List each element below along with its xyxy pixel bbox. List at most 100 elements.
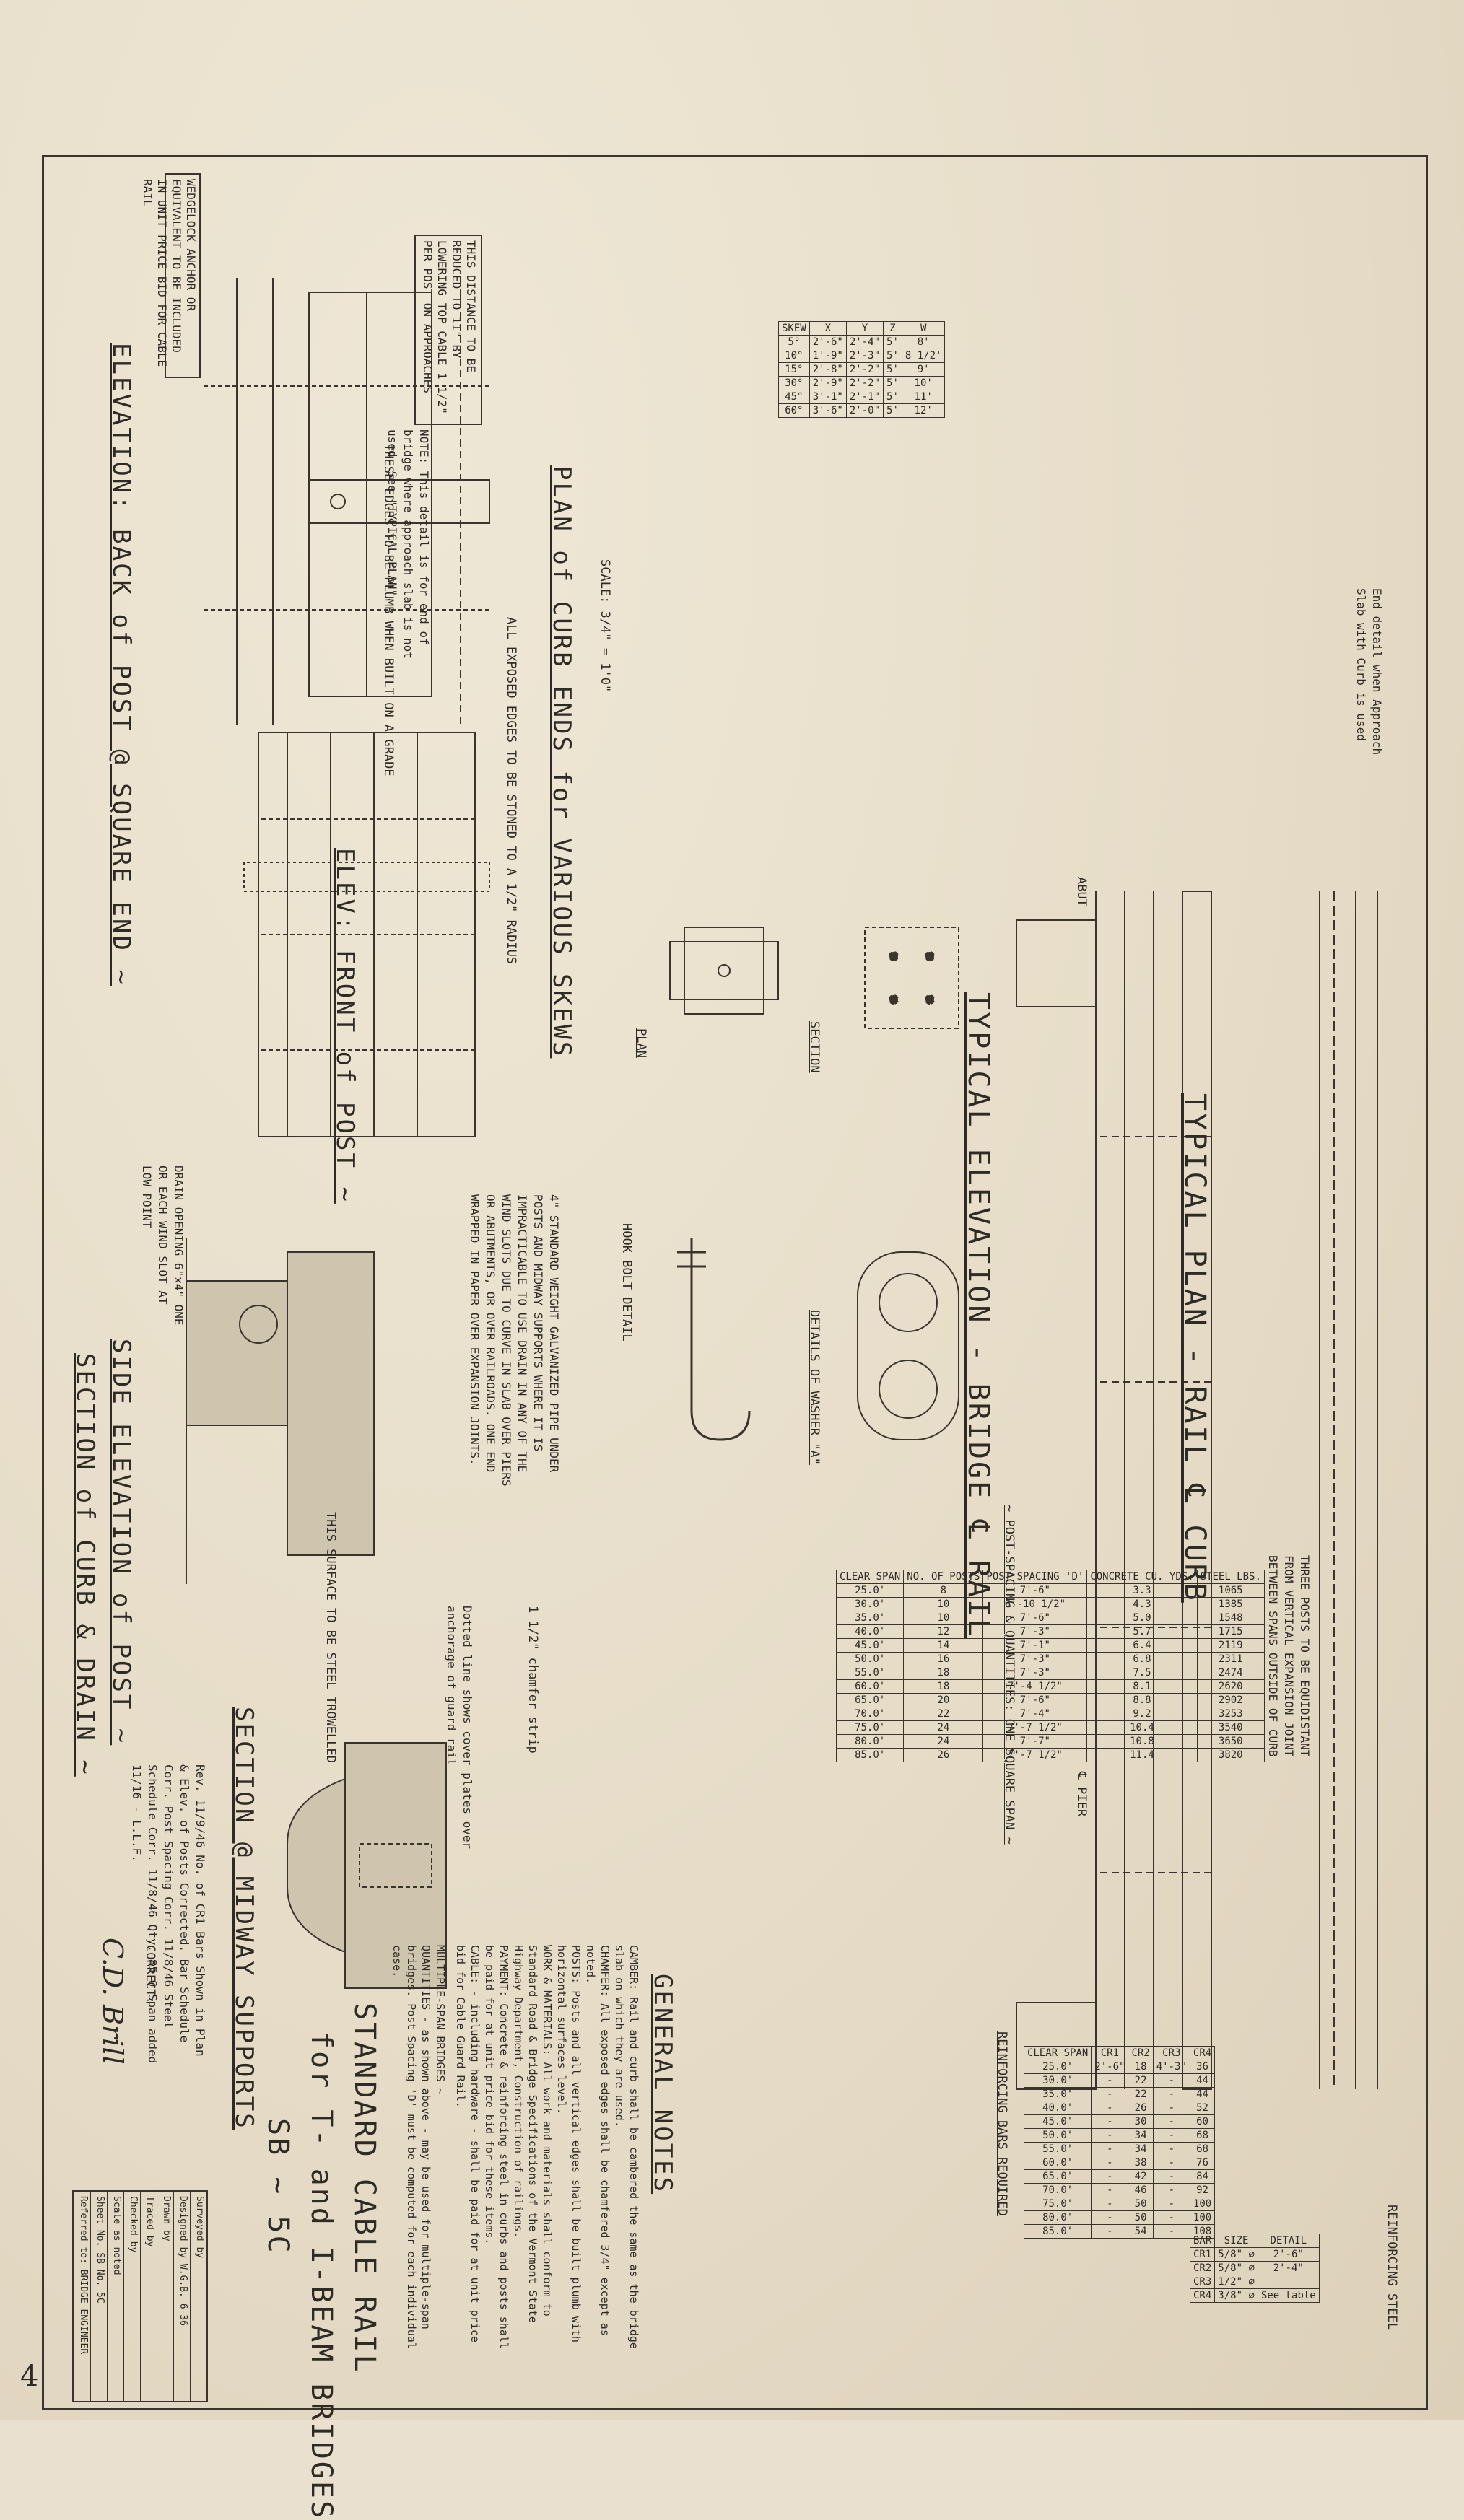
title-section: SECTION [807, 1021, 822, 1073]
general-note: CABLE: - including hardware - shall be p… [454, 1945, 482, 2342]
title-reinforcing-steel: REINFORCING STEEL [1385, 2205, 1399, 2330]
table-cell: 26 [903, 1748, 983, 1762]
pier-label: ℄ PIER [1074, 1772, 1089, 1817]
table-cell: See table [1258, 2288, 1320, 2303]
table-cell: 10' [902, 376, 945, 390]
table-cell: 34 [1128, 2142, 1154, 2156]
table-cell: - [1153, 2114, 1190, 2129]
table-cell: 3/8" ⌀ [1214, 2288, 1258, 2303]
table-cell: - [1153, 2128, 1190, 2143]
detail-note: NOTE: This detail is for end of bridge w… [385, 429, 431, 659]
table-cell: - [1153, 2224, 1190, 2239]
title-plan-curb: PLAN of CURB ENDS for VARIOUS SKEWS [547, 465, 576, 1059]
elev-back-drawing [201, 278, 490, 725]
title-typical-plan: TYPICAL PLAN - RAIL ℄ CURB [1178, 1093, 1211, 1603]
table-cell: - [1153, 2197, 1190, 2211]
table-cell: 2'-9" [809, 376, 847, 390]
revisions-note: Rev. 11/9/46 No. of CR1 Bars Shown in Pl… [130, 1764, 207, 2064]
rotated-drawing: ELEVATION: BACK of POST @ SQUARE END ~ S… [42, 155, 1428, 2520]
table-cell: SIZE [1214, 2234, 1258, 2248]
table-cell: 45° [778, 390, 810, 404]
table-cell: 80.0' [836, 1734, 904, 1749]
table-cell: 25.0' [836, 1583, 904, 1598]
table-cell: CR2 [1128, 2046, 1154, 2060]
table-cell: 18 [903, 1679, 983, 1694]
table-cell: 5' [883, 349, 902, 363]
table-cell: 11' [902, 390, 945, 404]
washer-drawing [857, 1251, 959, 1440]
table-cell: 22 [903, 1707, 983, 1721]
table-cell: 30.0' [1024, 2073, 1092, 2088]
post-table-header-cell: CLEAR SPAN [836, 1570, 904, 1584]
table-cell: CR3 [1190, 2275, 1215, 2289]
table-cell: - [1091, 2128, 1128, 2143]
table-cell: 12' [902, 403, 945, 418]
table-cell: 60.0' [836, 1679, 904, 1694]
table-cell: - [1153, 2169, 1190, 2184]
table-cell: 2'-4" [1258, 2261, 1320, 2275]
table-cell: 22 [1128, 2073, 1154, 2088]
table-cell: 55.0' [836, 1666, 904, 1680]
table-row: 55.0'-34-68 [1024, 2142, 1215, 2156]
table-cell: CR1 [1190, 2247, 1215, 2262]
table-cell [1258, 2275, 1320, 2289]
table-cell: W [902, 321, 945, 336]
title-washer: DETAILS OF WASHER "A" [807, 1310, 822, 1465]
table-cell: CR4 [1190, 2046, 1215, 2060]
table-cell: BAR [1190, 2234, 1215, 2248]
elev-front-drawing [243, 732, 490, 1137]
title-typical-elev: TYPICAL ELEVATION - BRIDGE ℄ RAIL [962, 992, 995, 1639]
skew-dimensions-table: SKEW X Y Z W 5°2'-6"2'-4"5'8' 10°1'-9"2'… [778, 321, 945, 418]
table-cell: 40.0' [1024, 2101, 1092, 2115]
midway-section-drawing [287, 1742, 447, 1989]
section-post-drawing [864, 927, 959, 1029]
table-cell: 30° [778, 376, 810, 390]
table-cell: 9' [902, 362, 945, 377]
multiple-span-title: MULTIPLE-SPAN BRIDGES ~ [434, 1945, 447, 2095]
typical-elev-plan-drawing [1016, 891, 1378, 2090]
title-plan: PLAN [634, 1028, 648, 1058]
table-cell: - [1153, 2101, 1190, 2115]
table-cell: 24 [903, 1734, 983, 1749]
table-cell: 5/8" ⌀ [1214, 2247, 1258, 2262]
table-cell: 36 [1190, 2060, 1215, 2074]
table-cell: 100 [1190, 2210, 1215, 2225]
table-row: 75.0'-50-100 [1024, 2197, 1215, 2211]
table-cell: - [1091, 2197, 1128, 2211]
table-cell: CR1 [1091, 2046, 1128, 2060]
hook-bolt-drawing [677, 1238, 751, 1441]
table-cell: 65.0' [836, 1693, 904, 1707]
table-row: 35.0'-22-44 [1024, 2087, 1215, 2101]
table-cell: - [1091, 2087, 1128, 2101]
table-cell: 2'-6" [809, 335, 847, 349]
table-row: 50.0'-34-68 [1024, 2128, 1215, 2143]
table-cell: - [1091, 2114, 1128, 2129]
table-cell: CR2 [1190, 2261, 1215, 2275]
abut-label: ABUT [1074, 877, 1089, 906]
table-cell: 30.0' [836, 1597, 904, 1611]
table-row: 85.0'-54-108 [1024, 2224, 1215, 2239]
three-posts-note: THREE POSTS TO BE EQUIDISTANT FROM VERTI… [1266, 1555, 1312, 1757]
table-cell: 76 [1190, 2156, 1215, 2170]
table-cell: 5/8" ⌀ [1214, 2261, 1258, 2275]
table-cell: 5' [883, 390, 902, 404]
multiple-span-note: QUANTITIES - as shown above - may be use… [391, 1945, 432, 2349]
title-block-row: Surveyed by [190, 2192, 206, 2401]
table-cell: 1/2" ⌀ [1214, 2275, 1258, 2289]
table-cell: 70.0' [836, 1707, 904, 1721]
signature: C.D. Brill [97, 1938, 128, 2065]
table-cell: 8 1/2' [902, 349, 945, 363]
title-side-elev: SIDE ELEVATION of POST ~ [107, 1339, 136, 1746]
table-cell: 1'-9" [809, 349, 847, 363]
table-cell: 35.0' [836, 1611, 904, 1625]
table-cell: - [1153, 2210, 1190, 2225]
general-note: CAMBER: Rail and curb shall be cambered … [613, 1945, 640, 2349]
title-section-curb: SECTION of CURB & DRAIN ~ [71, 1353, 100, 1777]
rebar-table-header: CLEAR SPAN CR1 CR2 CR3 CR4 [1024, 2046, 1215, 2060]
table-cell: CR4 [1190, 2288, 1215, 2303]
table-row: 10°1'-9"2'-3"5'8 1/2' [778, 349, 945, 363]
table-cell: 5' [883, 403, 902, 418]
